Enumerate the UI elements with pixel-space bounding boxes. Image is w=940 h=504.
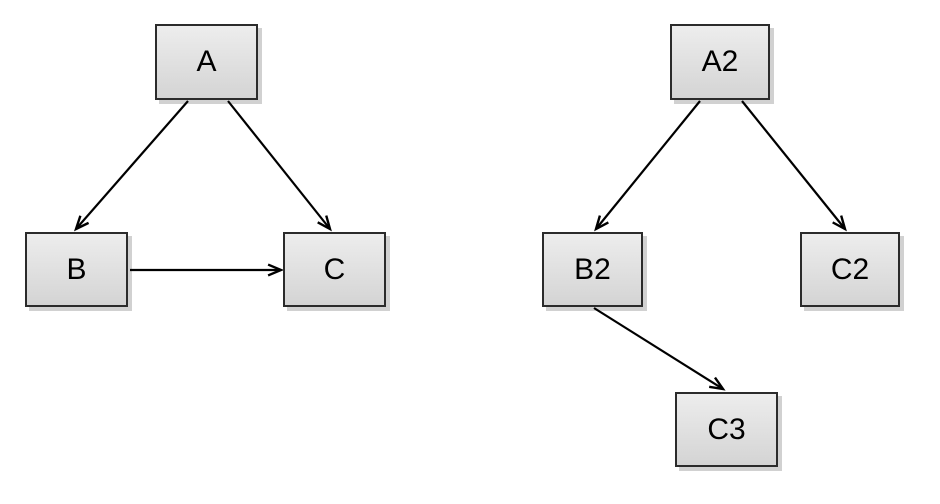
edge-A2-to-B2: [594, 100, 701, 232]
edge-line: [75, 100, 189, 230]
node-c3[interactable]: C3: [675, 392, 778, 467]
node-label-b: B: [66, 252, 87, 286]
edge-line: [227, 100, 331, 230]
edge-A-to-C: [227, 100, 332, 232]
node-label-c: C: [323, 252, 346, 286]
node-c2[interactable]: C2: [800, 232, 900, 307]
edge-A2-to-C2: [741, 100, 847, 232]
node-label-c3: C3: [707, 412, 746, 446]
arrowhead-icon: [832, 215, 847, 232]
node-label-b2: B2: [574, 252, 611, 286]
node-b2[interactable]: B2: [542, 232, 643, 307]
node-label-a2: A2: [701, 45, 739, 78]
arrowhead-icon: [594, 215, 609, 232]
node-a[interactable]: A: [155, 24, 258, 100]
arrowhead-icon: [708, 376, 726, 391]
edge-A-to-B: [73, 100, 189, 232]
edge-B2-to-C3: [593, 307, 726, 391]
edge-line: [741, 100, 846, 230]
node-b[interactable]: B: [25, 232, 128, 307]
arrowhead-icon: [267, 263, 285, 277]
arrowhead-icon: [317, 215, 332, 232]
node-a2[interactable]: A2: [670, 24, 770, 100]
edge-line: [595, 100, 701, 230]
node-label-c2: C2: [830, 252, 870, 286]
edge-B-to-C: [130, 263, 285, 277]
edge-line: [593, 307, 724, 390]
arrowhead-icon: [73, 215, 90, 232]
node-c[interactable]: C: [283, 232, 386, 307]
node-label-a: A: [196, 45, 217, 78]
